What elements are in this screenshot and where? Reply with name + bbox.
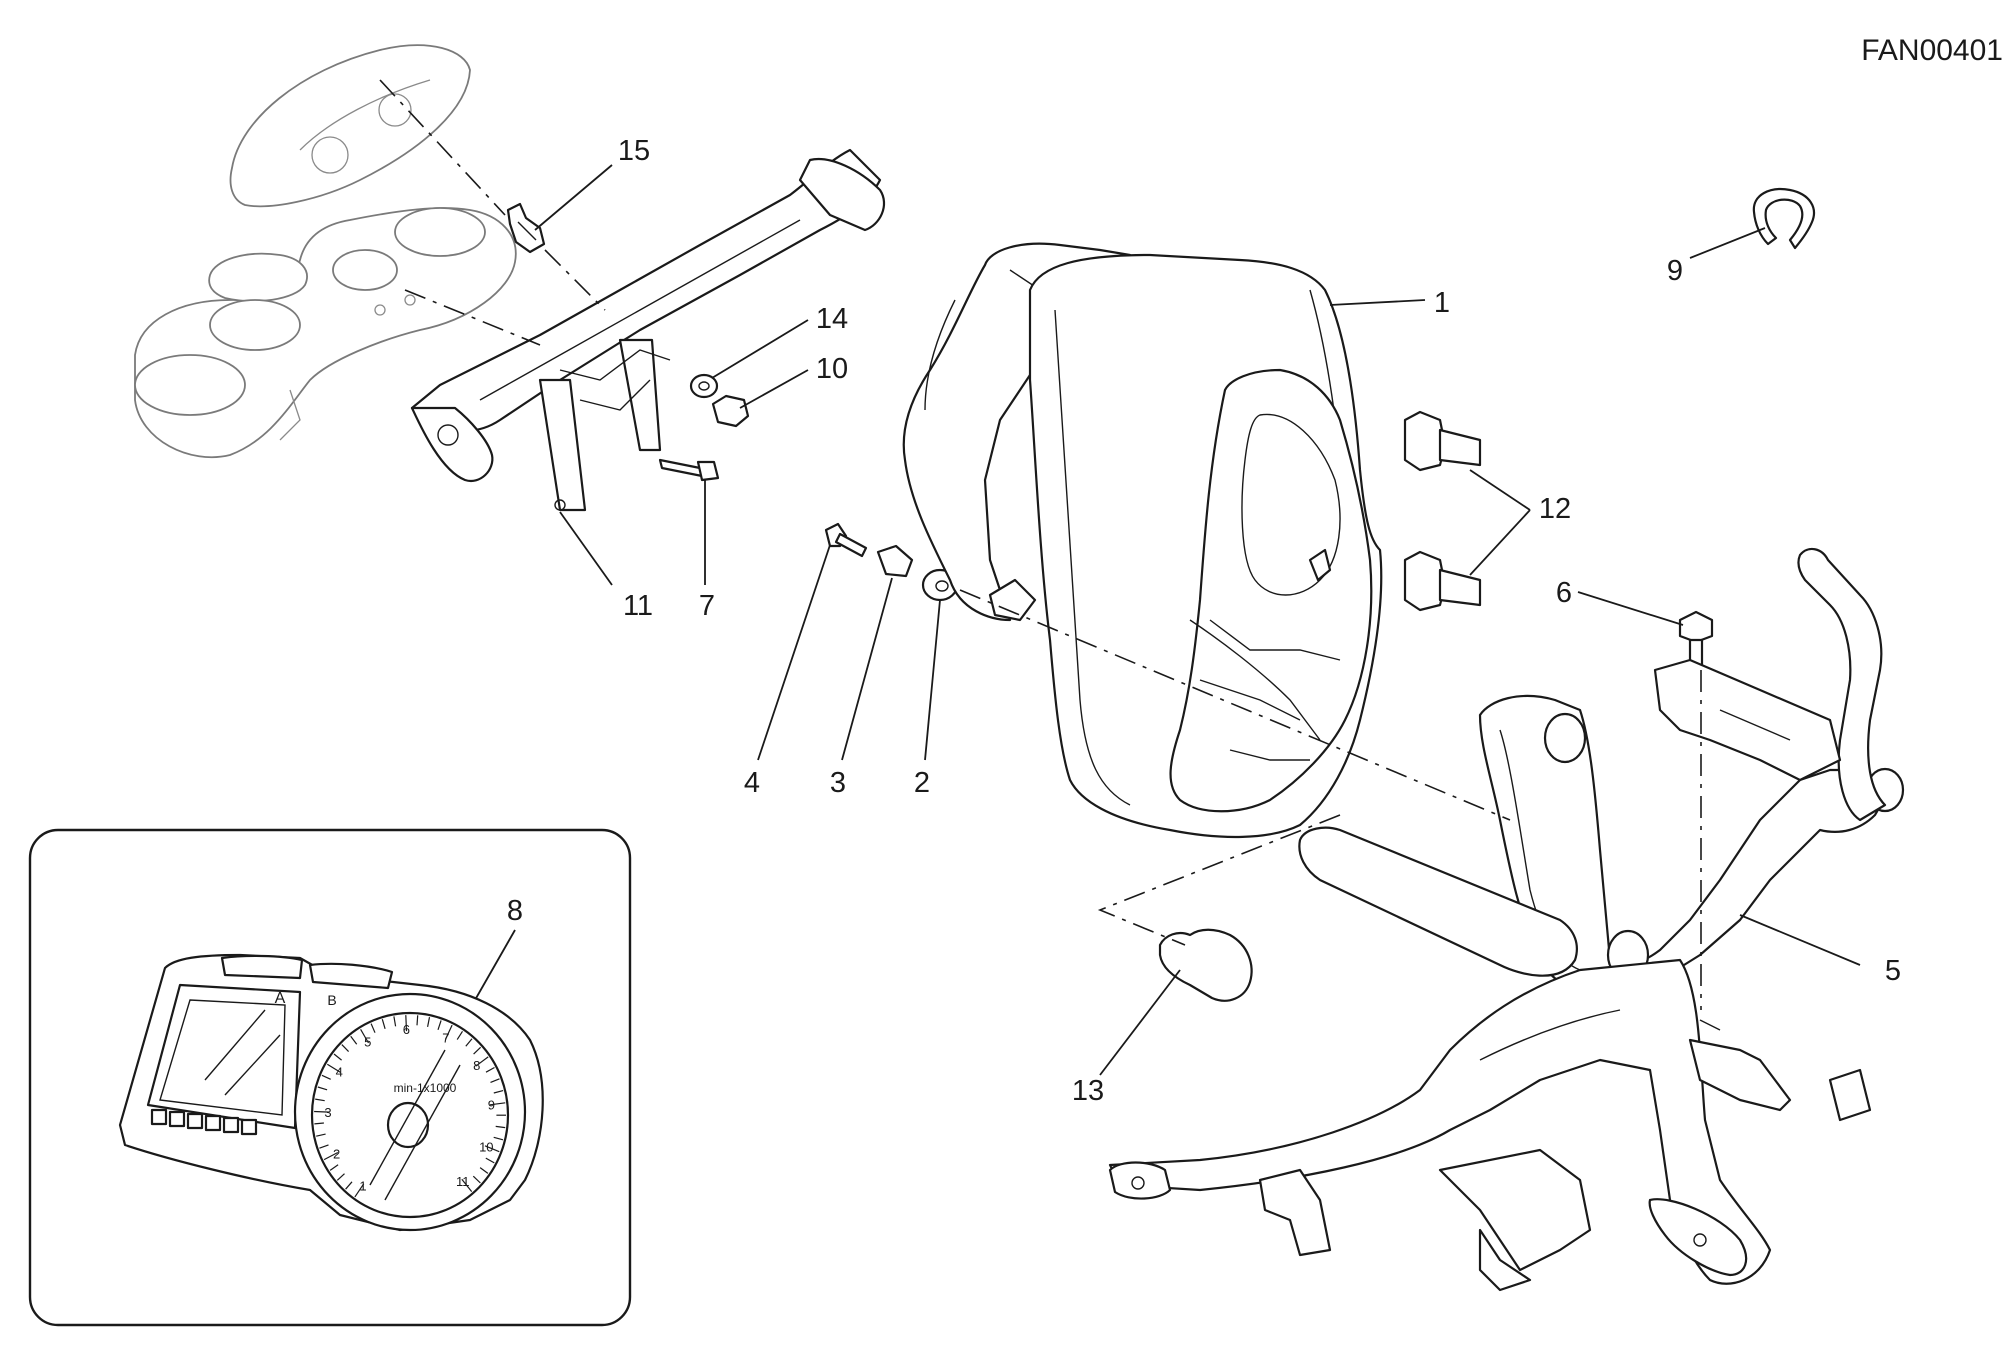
tachometer-label: 6 — [403, 1022, 410, 1037]
steering-head-assembly — [134, 44, 517, 459]
tachometer-label: 7 — [442, 1031, 449, 1046]
callout-5: 5 — [1885, 955, 1901, 987]
tachometer-unit: min-1x1000 — [394, 1081, 457, 1095]
tachometer-tick — [314, 1110, 330, 1113]
part-1-headlight — [902, 242, 1383, 839]
tachometer-tick — [345, 1181, 353, 1190]
tachometer-tick — [465, 1038, 473, 1047]
callout-10: 10 — [816, 353, 848, 385]
tachometer-tick — [323, 1151, 339, 1161]
callout-14: 14 — [816, 303, 848, 335]
part-14-washer — [689, 373, 719, 399]
tachometer-tick — [444, 1024, 453, 1040]
tachometer-label: 9 — [488, 1098, 495, 1113]
dashboard-key-b: B — [327, 992, 336, 1008]
tachometer-tick — [316, 1133, 326, 1137]
tachometer-label: 10 — [479, 1140, 493, 1155]
part-12-bulb — [1403, 410, 1482, 612]
tachometer-tick — [495, 1125, 506, 1129]
tachometer-tick — [485, 1157, 495, 1164]
tachometer-ticks — [314, 1015, 506, 1198]
tachometer-tick — [485, 1066, 495, 1073]
tachometer-tick — [493, 1090, 504, 1094]
callout-13: 13 — [1072, 1075, 1104, 1107]
tachometer-label: 2 — [333, 1146, 340, 1161]
dashboard-inset: A B 1 2 3 4 5 6 7 8 9 10 11 min-1x1000 — [28, 828, 632, 1327]
dashboard-buttons — [150, 1108, 258, 1136]
tachometer-label: 8 — [473, 1058, 480, 1073]
tachometer-tick — [461, 1178, 473, 1192]
leader-lines — [534, 164, 1861, 1076]
tachometer-label: 11 — [456, 1174, 470, 1189]
callouts: 1 2 3 4 5 6 7 8 9 10 11 12 13 14 15 — [507, 135, 1901, 1107]
tachometer-tick — [456, 1030, 464, 1040]
part-7-screw — [658, 458, 720, 482]
tachometer-tick — [479, 1167, 489, 1174]
tachometer-tick — [333, 1053, 342, 1061]
tachometer-tick — [475, 1056, 489, 1067]
part-10-nut — [711, 394, 750, 428]
dashboard-key-a: A — [275, 990, 286, 1007]
callout-1: 1 — [1434, 287, 1450, 319]
tachometer-tick — [321, 1074, 331, 1080]
callout-8: 8 — [507, 895, 523, 927]
tachometer-tick — [437, 1020, 442, 1030]
part-9-clip — [1752, 188, 1816, 250]
tachometer-tick — [326, 1063, 341, 1073]
callout-15: 15 — [618, 135, 650, 167]
tachometer-tick — [427, 1016, 431, 1028]
tachometer-scale: 1 2 3 4 5 6 7 8 9 10 11 — [324, 1022, 495, 1193]
tachometer-tick — [405, 1015, 408, 1032]
tachometer-tick — [319, 1144, 329, 1149]
part-13-bulb — [1158, 928, 1253, 1002]
callout-3: 3 — [830, 767, 846, 799]
callout-9: 9 — [1667, 255, 1683, 287]
callout-2: 2 — [914, 767, 930, 799]
tachometer-tick — [473, 1046, 482, 1055]
callout-6: 6 — [1556, 577, 1572, 609]
part-5-headlight-frame — [1108, 547, 1905, 1292]
drawing-code: FAN00401 — [1861, 34, 2003, 67]
tachometer-tick — [329, 1164, 339, 1171]
tachometer-label: 5 — [364, 1034, 371, 1049]
tachometer-tick — [341, 1044, 350, 1053]
assembly-lines — [379, 79, 1702, 1010]
tachometer-tick — [336, 1173, 345, 1181]
part-15-screw — [506, 202, 546, 254]
tachometer-tick — [472, 1175, 481, 1184]
part-6-screw — [1678, 610, 1714, 668]
tachometer-tick — [370, 1023, 376, 1033]
callout-11: 11 — [623, 590, 653, 622]
tachometer-tick — [314, 1122, 324, 1125]
tachometer-label: 3 — [324, 1105, 331, 1120]
part-3-bush — [876, 544, 914, 578]
tachometer-tick — [354, 1183, 365, 1198]
part-4-screw — [824, 522, 868, 558]
tachometer-tick — [416, 1015, 419, 1026]
tachometer-tick — [489, 1102, 506, 1106]
tachometer-tick — [317, 1086, 328, 1091]
callout-4: 4 — [744, 767, 760, 799]
tachometer-tick — [360, 1029, 370, 1044]
tachometer-label: 4 — [336, 1064, 343, 1079]
callout-12: 12 — [1539, 493, 1571, 525]
tachometer-tick — [381, 1019, 386, 1029]
part-11-instrument-support — [410, 148, 886, 512]
callout-7: 7 — [699, 590, 715, 622]
tachometer-tick — [315, 1098, 325, 1102]
tachometer-label: 1 — [359, 1178, 366, 1193]
tachometer-tick — [393, 1016, 397, 1027]
tachometer-tick — [484, 1145, 500, 1153]
tachometer-tick — [490, 1078, 500, 1083]
tachometer-tick — [350, 1035, 358, 1045]
tachometer-tick — [493, 1136, 504, 1141]
inset-frame — [28, 828, 632, 1327]
